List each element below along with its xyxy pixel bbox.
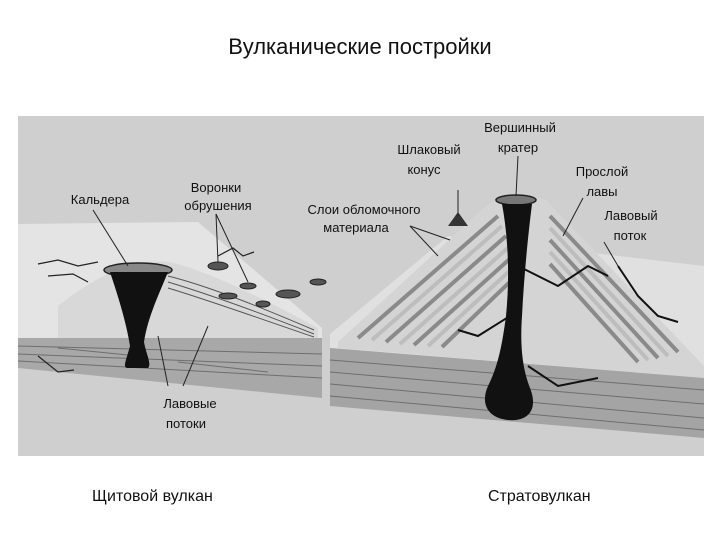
label-lava-flow-line2: поток [614,228,647,243]
strato-magma-conduit [484,204,534,421]
label-collapse-funnels-line1: Воронки [191,180,242,195]
collapse-funnels [207,261,327,308]
strato-leader-lines [409,155,619,267]
label-summit-crater-line2: кратер [498,140,538,155]
slide-title: Вулканические постройки [228,34,492,59]
label-summit-crater-line1: Вершинный [484,120,556,135]
label-lava-interlayer-line2: лавы [586,184,617,199]
diagram-labels: Кальдера Воронки обрушения Слои обломочн… [71,120,658,431]
shield-magma-conduit [110,272,168,368]
cinder-cone [448,212,468,226]
shield-leader-lines [92,209,249,387]
caption-shield-volcano: Щитовой вулкан [92,488,213,505]
caption-stratovolcano: Стратовулкан [488,488,591,505]
label-lava-flows-line2: потоки [166,416,206,431]
strato-layers [356,214,680,364]
label-cinder-cone-line1: Шлаковый [397,142,460,157]
label-lava-flow-line1: Лавовый [604,208,657,223]
volcano-diagram: Кальдера Воронки обрушения Слои обломочн… [18,116,704,456]
label-collapse-funnels-line2: обрушения [184,198,251,213]
summit-crater [495,194,537,206]
label-lava-interlayer-line1: Прослой [576,164,629,179]
shield-block-front [18,338,322,398]
shield-cracks [37,247,255,373]
label-lava-flows-line1: Лавовые [163,396,216,411]
label-cinder-cone-line2: конус [407,162,441,177]
strato-dykes [457,264,679,388]
label-debris-layers-line2: материала [323,220,389,235]
label-debris-layers-line1: Слои обломочного [307,202,420,217]
shield-block-strata [18,345,323,379]
label-caldera: Кальдера [71,192,130,207]
